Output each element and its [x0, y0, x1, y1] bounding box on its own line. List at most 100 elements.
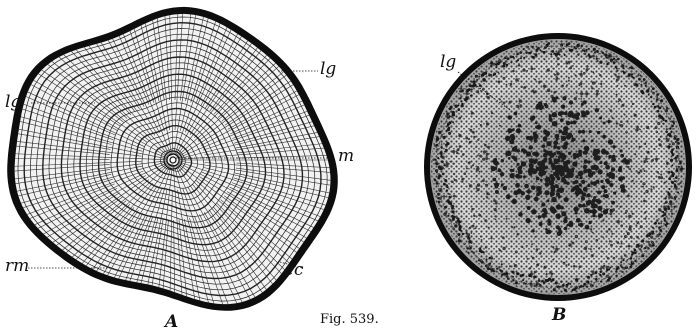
- vascular-bundle: [552, 167, 555, 170]
- vascular-bundle: [498, 169, 502, 173]
- vascular-bundle: [622, 271, 624, 273]
- vascular-bundle: [629, 159, 632, 162]
- vascular-bundle: [593, 165, 597, 169]
- vascular-bundle: [470, 95, 472, 97]
- vascular-bundle: [443, 183, 446, 186]
- vascular-bundle: [596, 93, 599, 96]
- figure-caption: Fig. 539.: [320, 312, 379, 327]
- vascular-bundle: [535, 121, 538, 124]
- vascular-bundle: [591, 254, 594, 257]
- vascular-bundle: [477, 183, 480, 186]
- vascular-bundle: [620, 149, 623, 152]
- vascular-bundle: [515, 250, 518, 253]
- vascular-bundle: [677, 142, 680, 145]
- vascular-bundle: [508, 157, 511, 160]
- vascular-bundle: [636, 236, 639, 239]
- vascular-bundle: [481, 239, 483, 241]
- vascular-bundle: [670, 159, 673, 162]
- vascular-bundle: [555, 248, 558, 251]
- vascular-bundle: [506, 64, 509, 67]
- vascular-bundle: [449, 147, 451, 149]
- vascular-bundle: [598, 247, 600, 249]
- vascular-bundle: [503, 62, 506, 65]
- vascular-bundle: [640, 75, 642, 77]
- vascular-bundle: [503, 102, 506, 105]
- vascular-bundle: [580, 176, 583, 179]
- vascular-bundle: [640, 84, 642, 86]
- vascular-bundle: [647, 241, 650, 244]
- vascular-bundle: [555, 96, 558, 99]
- vascular-bundle: [658, 222, 660, 224]
- vascular-bundle: [551, 197, 556, 202]
- vascular-bundle: [455, 179, 457, 181]
- vascular-bundle: [614, 74, 616, 76]
- vascular-bundle: [598, 214, 603, 219]
- vascular-bundle: [495, 190, 499, 194]
- vascular-bundle: [576, 112, 580, 116]
- vascular-bundle: [579, 73, 582, 76]
- vascular-bundle: [660, 176, 663, 179]
- vascular-bundle: [574, 97, 577, 100]
- vascular-bundle: [579, 265, 582, 268]
- vascular-bundle: [501, 263, 503, 265]
- vascular-bundle: [521, 148, 525, 152]
- vascular-bundle: [634, 249, 637, 252]
- vascular-bundle: [434, 179, 437, 182]
- vascular-bundle: [626, 120, 628, 122]
- vascular-bundle: [437, 197, 439, 199]
- vascular-bundle: [666, 107, 668, 109]
- vascular-bundle: [644, 247, 646, 249]
- vascular-bundle: [485, 184, 488, 187]
- vascular-bundle: [671, 197, 673, 199]
- vascular-bundle: [469, 141, 472, 144]
- vascular-bundle: [486, 192, 489, 195]
- vascular-bundle: [494, 182, 499, 187]
- vascular-bundle: [607, 257, 610, 260]
- vascular-bundle: [590, 248, 592, 250]
- vascular-bundle: [571, 49, 574, 52]
- vascular-bundle: [586, 280, 589, 283]
- vascular-bundle: [568, 61, 571, 64]
- vascular-bundle: [553, 288, 556, 291]
- vascular-bundle: [552, 259, 554, 261]
- vascular-bundle: [552, 112, 557, 117]
- vascular-bundle: [514, 190, 519, 195]
- vascular-bundle: [516, 272, 519, 275]
- vascular-bundle: [502, 65, 505, 68]
- vascular-bundle: [548, 151, 553, 156]
- vascular-bundle: [529, 158, 534, 163]
- vascular-bundle: [551, 50, 554, 53]
- vascular-bundle: [520, 57, 522, 59]
- vascular-bundle: [581, 110, 585, 114]
- vascular-bundle: [655, 126, 658, 129]
- vascular-bundle: [583, 165, 587, 169]
- vascular-bundle: [595, 155, 600, 160]
- vascular-bundle: [625, 131, 628, 134]
- vascular-bundle: [631, 253, 633, 255]
- vascular-bundle: [565, 284, 568, 287]
- label-m: m: [338, 148, 354, 165]
- vascular-bundle: [589, 130, 592, 133]
- vascular-bundle: [599, 161, 602, 164]
- vascular-bundle: [658, 226, 661, 229]
- vascular-bundle: [620, 154, 624, 158]
- vascular-bundle: [582, 204, 586, 208]
- vascular-bundle: [610, 71, 612, 73]
- vascular-bundle: [606, 230, 609, 233]
- vascular-bundle: [503, 77, 506, 80]
- vascular-bundle: [460, 100, 462, 102]
- vascular-bundle: [652, 244, 655, 247]
- vascular-bundle: [666, 139, 669, 142]
- vascular-bundle: [609, 183, 613, 187]
- vascular-bundle: [613, 56, 615, 58]
- vascular-bundle: [476, 175, 478, 177]
- vascular-bundle: [605, 165, 610, 170]
- vascular-bundle: [458, 134, 461, 137]
- vascular-bundle: [549, 118, 553, 122]
- vascular-bundle: [612, 117, 614, 119]
- vascular-bundle: [436, 144, 438, 146]
- vascular-bundle: [633, 183, 635, 185]
- vascular-bundle: [627, 259, 629, 261]
- vascular-bundle: [495, 202, 498, 205]
- vascular-bundle: [624, 158, 627, 161]
